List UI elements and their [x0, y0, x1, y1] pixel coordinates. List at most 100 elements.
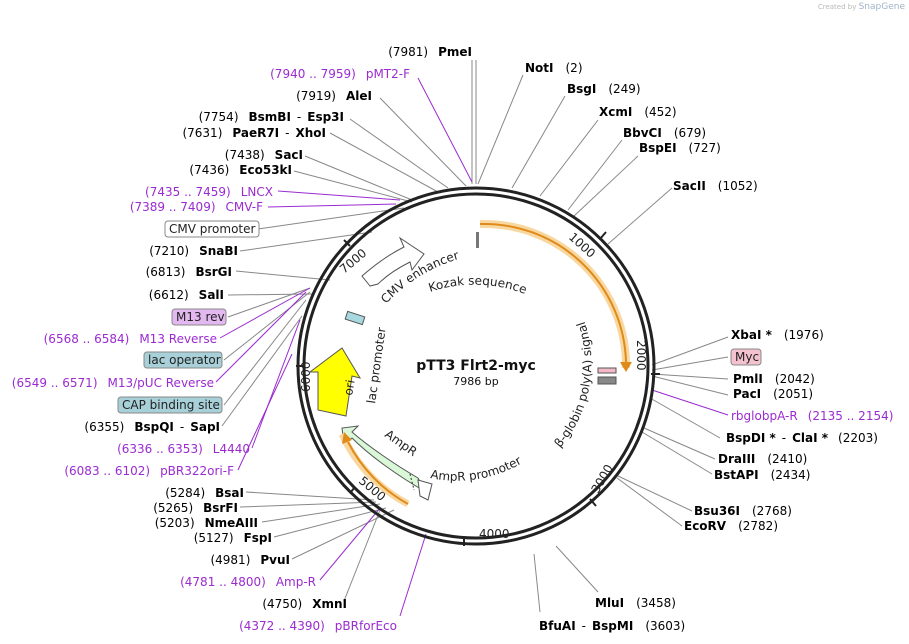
label-bfuai-bspmi: BfuAI-BspMI(3603) — [539, 619, 685, 633]
primer-leader — [237, 353, 293, 471]
label-paer7i-xhoi: (7631)PaeR7I-XhoI — [182, 126, 326, 140]
m13-rev-box-label: M13 rev — [176, 310, 225, 324]
leader-line — [329, 132, 439, 193]
primer-pbrforeco: (4372 .. 4390)pBRforEco — [239, 619, 397, 633]
left-labels: (7981)PmeI (7940 .. 7959)pMT2-F (7919)Al… — [12, 45, 472, 633]
primer-pmt2-f: (7940 .. 7959)pMT2-F — [270, 67, 410, 81]
label-bspei: BspEI(727) — [639, 141, 721, 155]
ampr-promoter-block — [417, 479, 433, 501]
label-bstapi: BstAPI(2434) — [714, 468, 810, 482]
leader-line — [511, 95, 566, 189]
leader-line — [651, 375, 729, 396]
label-bsrfi: (5265)BsrFI — [153, 501, 238, 515]
leader-line — [261, 503, 381, 523]
tick-7000 — [343, 239, 351, 247]
leader-line — [617, 475, 693, 512]
label-snabi: (7210)SnaBI — [149, 244, 238, 258]
primer-leader — [251, 319, 301, 449]
tick-label-4000: 4000 — [479, 527, 510, 541]
leader-line — [343, 509, 381, 602]
leader-line — [293, 170, 413, 203]
bglobin-polya-block — [597, 376, 617, 385]
primer-pbr322ori-f: (6083 .. 6102)pBR322ori-F — [64, 464, 234, 478]
primer-leader — [277, 190, 401, 201]
primer-lncx: (7435 .. 7459)LNCX — [145, 185, 273, 199]
primer-leader — [319, 507, 381, 581]
label-pmei: (7981)PmeI — [388, 45, 472, 59]
ori-arrow — [308, 347, 362, 417]
primer-leader — [219, 287, 311, 339]
leader-line — [223, 291, 311, 361]
label-bsgi: BsgI(249) — [567, 82, 641, 96]
label-bsu36i: Bsu36I(2768) — [694, 504, 792, 518]
leader-line — [349, 118, 449, 189]
leader-line — [555, 545, 599, 593]
label-pmli: PmlI(2042) — [733, 372, 815, 386]
label-sali: (6612)SalI — [149, 288, 224, 302]
label-bsrgi: (6813)BsrGI — [146, 265, 232, 279]
watermark: Created by SnapGene — [818, 2, 905, 12]
label-xbai: XbaI *(1976) — [731, 328, 824, 342]
kozak-marker — [476, 232, 479, 248]
ori-label: ori — [341, 379, 357, 397]
tick-3000 — [589, 498, 597, 507]
leader-line — [239, 231, 373, 252]
bglobin-text: β-globin poly(A) signal — [551, 320, 594, 450]
tick-marks — [296, 231, 660, 546]
label-paci: PacI(2051) — [733, 387, 813, 401]
leader-line — [221, 315, 303, 427]
label-ecorv: EcoRV(2782) — [684, 519, 778, 533]
primer-leader — [417, 77, 473, 183]
leader-line — [616, 477, 683, 527]
tick-label-3000: 3000 — [588, 462, 615, 495]
label-bsai: (5284)BsaI — [165, 486, 244, 500]
primer-leader — [267, 203, 397, 208]
leader-line — [304, 155, 413, 201]
leader-line — [235, 270, 331, 281]
myc-tag-block — [597, 367, 617, 374]
label-bsmbi-esp3i: (7754)BsmBI-Esp3I — [199, 110, 344, 124]
ampr-arrow — [341, 425, 428, 494]
leader-line — [651, 336, 729, 366]
m13-rev-box — [171, 308, 227, 326]
tick-label-2000: 2000 — [634, 340, 648, 371]
label-saci: (7438)SacI — [225, 148, 303, 162]
leader-line — [257, 207, 405, 230]
label-noti: NotI(2) — [525, 61, 583, 75]
leader-line — [223, 299, 307, 406]
label-alei: (7919)AleI — [296, 89, 372, 103]
connector-lines — [215, 60, 729, 617]
label-fspi: (5127)FspI — [194, 531, 272, 545]
flrt2-insert-line — [479, 222, 627, 363]
primer-rbglobpa-r: rbglobpA-R(2135 .. 2154) — [731, 409, 893, 423]
leader-line — [649, 397, 721, 439]
cmv-promoter-box — [164, 220, 260, 238]
label-eco53ki: (7436)Eco53kI — [189, 163, 292, 177]
flrt2-insert-arc — [479, 219, 631, 369]
ampr-promoter-label: AmpR promoter — [429, 453, 523, 483]
tick-1000 — [599, 231, 607, 240]
primer-leader — [399, 533, 427, 617]
leader-line — [245, 491, 375, 501]
primer-leader — [651, 389, 729, 416]
label-bspdi-clai: BspDI *-ClaI *(2203) — [726, 431, 878, 445]
watermark-brand: SnapGene — [858, 2, 905, 12]
lac-elements — [344, 310, 366, 326]
primer-m13-reverse: (6568 .. 6584)M13 Reverse — [44, 332, 217, 346]
primer-cmv-f: (7389 .. 7409)CMV-F — [130, 200, 263, 214]
leader-line — [273, 507, 387, 538]
myc-box-label: Myc — [735, 350, 759, 364]
label-sacii: SacII(1052) — [673, 179, 758, 193]
leader-line — [239, 501, 377, 508]
leader-line — [379, 97, 467, 187]
leader-line — [643, 427, 716, 460]
leader-line — [651, 356, 729, 371]
leader-line — [533, 553, 541, 613]
label-nmeaiii: (5203)NmeAIII — [155, 516, 258, 530]
leader-line — [539, 119, 599, 197]
label-bspqi-sapi: (6355)BspQI-SapI — [84, 420, 220, 434]
cmv-promoter-box-label: CMV promoter — [169, 222, 256, 236]
myc-box — [730, 348, 762, 366]
plasmid-name: pTT3 Flrt2-myc — [416, 358, 536, 374]
